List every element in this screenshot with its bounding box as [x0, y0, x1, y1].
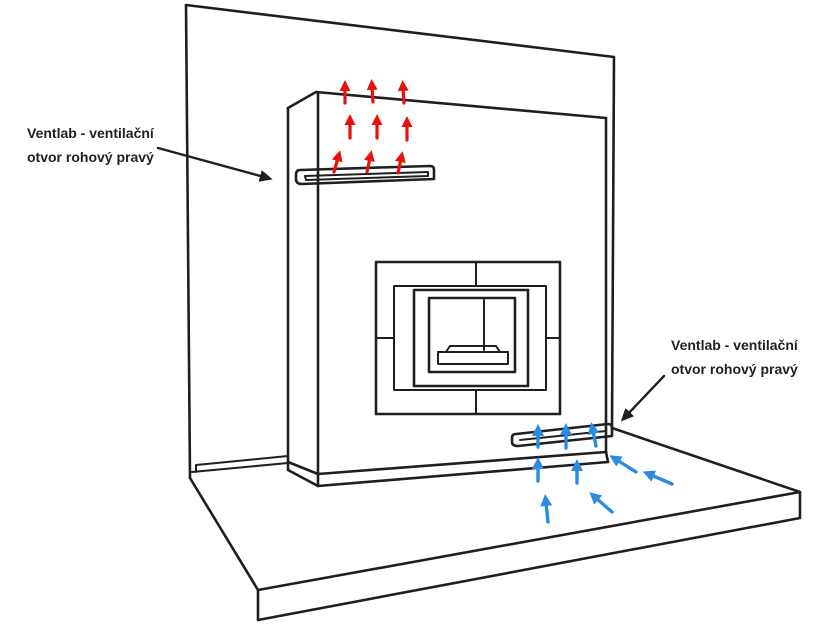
- top-vent-pointer-arrow-icon: [156, 146, 273, 182]
- cold-air-arrows: [532, 422, 674, 524]
- stove-plinth: [286, 450, 610, 488]
- stove-body: [286, 90, 608, 476]
- top-vent-label: Ventlab - ventilační otvor rohový pravý: [27, 121, 154, 169]
- cold-air-arrow-icon: [609, 455, 638, 474]
- top-vent-slot: [294, 164, 436, 186]
- bottom-vent-label-line1: Ventlab - ventilační: [671, 337, 798, 353]
- firebox-surround: [374, 260, 562, 416]
- hot-air-arrow-icon: [363, 150, 375, 174]
- cold-air-arrow-icon: [587, 422, 600, 448]
- bottom-vent-label: Ventlab - ventilační otvor rohový pravý: [671, 333, 798, 381]
- cold-air-arrow-icon: [589, 492, 614, 514]
- hot-air-arrows: [331, 79, 413, 175]
- bottom-vent-label-line2: otvor rohový pravý: [671, 361, 798, 377]
- hot-air-arrow-icon: [331, 150, 343, 174]
- hot-air-arrow-icon: [366, 79, 378, 104]
- hot-air-arrow-icon: [394, 151, 406, 175]
- top-vent-label-line1: Ventlab - ventilační: [27, 125, 154, 141]
- top-vent-label-line2: otvor rohový pravý: [27, 149, 154, 165]
- cold-air-arrow-icon: [540, 494, 553, 524]
- floor-slab: [188, 426, 802, 622]
- bottom-vent-pointer-arrow-icon: [620, 374, 666, 422]
- cold-air-arrow-icon: [642, 470, 674, 486]
- hot-air-arrow-icon: [397, 80, 409, 105]
- firebox-door: [412, 288, 530, 388]
- back-wall: [184, 3, 616, 480]
